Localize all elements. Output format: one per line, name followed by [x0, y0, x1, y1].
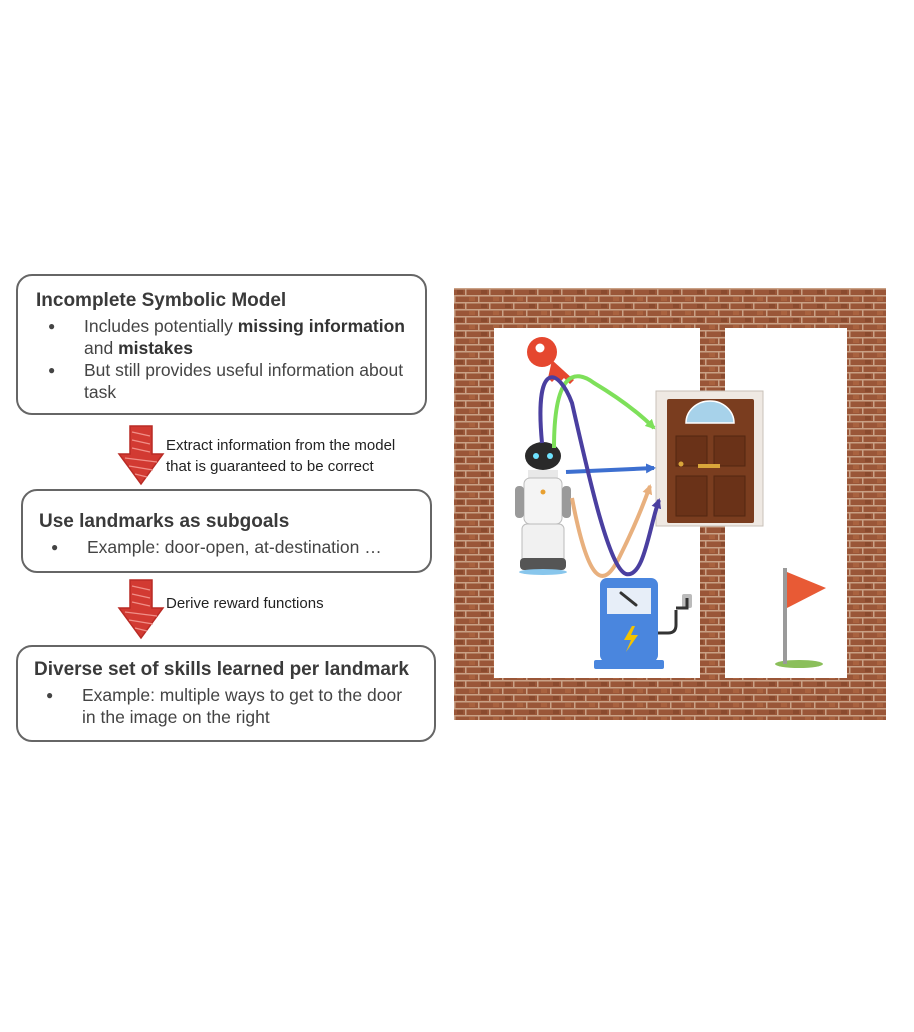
charging-station-icon [594, 578, 692, 669]
goal-flag-icon [775, 568, 826, 668]
symbolic-model-box: Incomplete Symbolic Model Includes poten… [16, 274, 427, 415]
skills-box: Diverse set of skills learned per landma… [16, 645, 436, 742]
box-title: Incomplete Symbolic Model [36, 290, 287, 311]
path-green-arrow [552, 374, 656, 449]
box-list: Includes potentially missing information… [36, 315, 407, 403]
list-item-emphasis: mistakes [118, 338, 193, 358]
list-item-text: Includes potentially [84, 316, 238, 336]
list-item: But still provides useful information ab… [36, 359, 407, 403]
box-list: Example: multiple ways to get to the doo… [34, 684, 418, 728]
box-list: Example: door-open, at-destination … [39, 536, 414, 558]
box-title: Diverse set of skills learned per landma… [34, 659, 409, 680]
box-title: Use landmarks as subgoals [39, 511, 290, 532]
robot-icon [515, 442, 571, 575]
step-note-line: Extract information from the model [166, 437, 396, 454]
step-note-reward: Derive reward functions [166, 595, 324, 612]
list-item: Example: door-open, at-destination … [39, 536, 414, 558]
path-blue-arrow [565, 463, 656, 474]
gridworld-illustration [454, 288, 886, 720]
path-purple-arrow [538, 375, 662, 577]
list-item-emphasis: missing information [237, 316, 405, 336]
step-note-extract: Extract information from the model that … [166, 435, 395, 477]
down-arrow-icon [117, 579, 165, 640]
list-item-text: and [84, 338, 119, 358]
landmarks-box: Use landmarks as subgoals Example: door-… [21, 489, 432, 573]
door-icon [655, 390, 764, 527]
down-arrow-icon [117, 425, 165, 486]
step-note-line: that is guaranteed to be correct [166, 458, 374, 475]
list-item: Example: multiple ways to get to the doo… [34, 684, 418, 728]
list-item: Includes potentially missing information… [36, 315, 407, 359]
